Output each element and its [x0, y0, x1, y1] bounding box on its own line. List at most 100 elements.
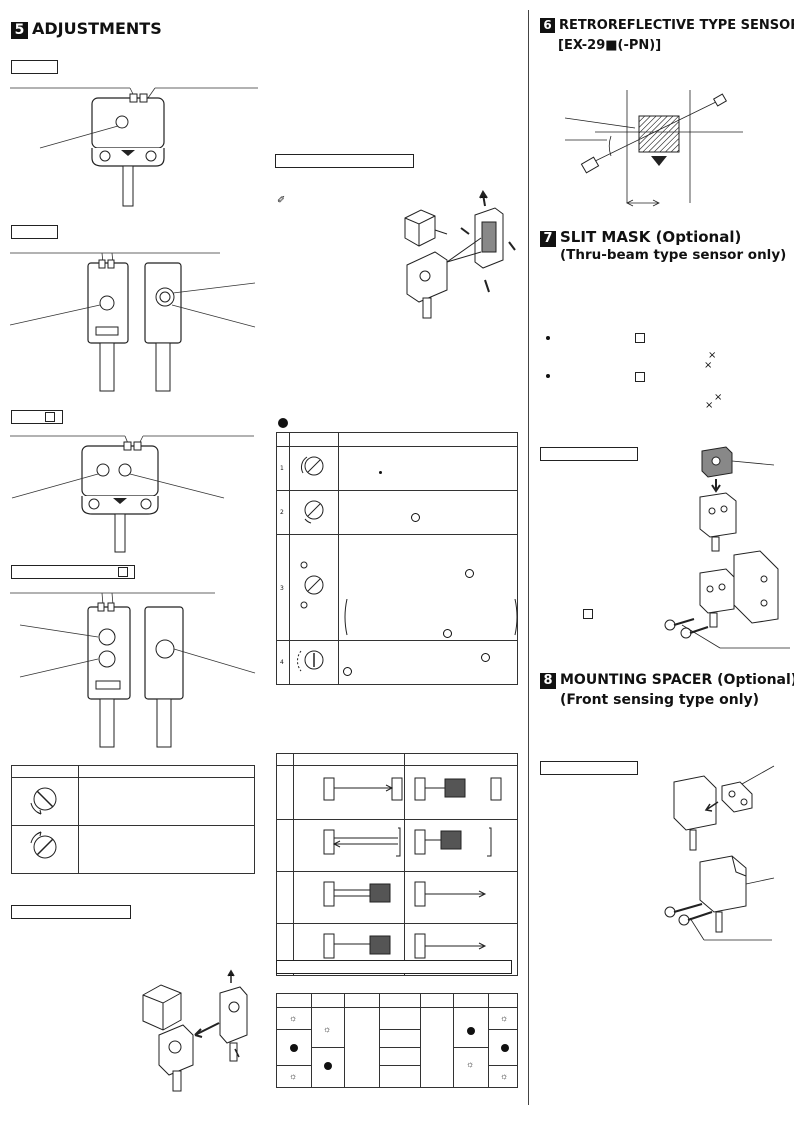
header-cell	[420, 993, 454, 1008]
step-desc-cell	[338, 640, 518, 685]
led-on-icon	[501, 1044, 509, 1052]
section-8-subtitle: (Front sensing type only)	[560, 692, 760, 708]
adjuster-min-icon	[300, 456, 324, 476]
blinking-led-icon: ☼	[500, 1071, 509, 1081]
diffuse-object-cell	[293, 871, 405, 924]
section-number-badge: 8	[540, 673, 556, 689]
step-icon-cell	[289, 446, 339, 491]
adjuster-ccw-cell	[11, 825, 79, 874]
step-desc-cell	[338, 446, 518, 491]
cross-mark: ×	[714, 392, 723, 403]
diffuse-clear-diagram	[414, 881, 487, 907]
sensor-side-figure-2	[10, 252, 256, 392]
diffuse-clear-diagram-2	[414, 933, 487, 959]
model-label-box	[11, 225, 58, 239]
step-desc-cell	[338, 534, 518, 641]
cross-mark: ×	[708, 350, 717, 361]
bullet-dot	[546, 374, 550, 378]
sensing-mode-diagram-table	[276, 753, 518, 976]
led-off-indicator	[411, 513, 420, 522]
retroreflective-angle-figure	[565, 90, 743, 207]
slit-mask-install-figure	[404, 190, 516, 319]
description-cell	[78, 825, 255, 874]
header-cell	[488, 993, 518, 1008]
bullet-dot	[546, 336, 550, 340]
cross-mark: ×	[704, 360, 713, 371]
adjuster-cw-cell	[11, 777, 79, 826]
retro-blocked-diagram	[414, 827, 492, 857]
indicator-cell: ☼	[276, 1007, 312, 1030]
section-title: RETROREFLECTIVE TYPE SENSOR	[559, 18, 794, 33]
subsection-label-box	[11, 905, 131, 919]
row-label-cell	[276, 765, 294, 820]
empty-cell	[379, 1065, 421, 1088]
note-parenthesis	[344, 599, 518, 636]
empty-cell	[344, 1007, 380, 1088]
retro-object-cell	[404, 819, 518, 872]
section-title: SLIT MASK (Optional)	[560, 228, 742, 246]
section-number-badge: 5	[11, 22, 28, 39]
step-icon-cell	[289, 490, 339, 535]
retro-clear-diagram	[323, 827, 401, 857]
indicator-cell: ☼	[276, 1065, 312, 1088]
blinking-led-icon: ☼	[323, 1024, 332, 1034]
empty-cell	[379, 1029, 421, 1048]
indicator-cell	[453, 1007, 489, 1048]
thru-beam-blocked-diagram	[414, 777, 502, 801]
step-number-cell: 1	[276, 446, 290, 491]
adjuster-center-icon	[297, 650, 324, 672]
row-label-cell	[276, 871, 294, 924]
blinking-led-icon: ☼	[500, 1013, 509, 1023]
step-desc-cell	[338, 490, 518, 535]
step-number: 3	[280, 585, 284, 592]
step-icon-cell	[289, 534, 339, 641]
header-cell	[276, 753, 294, 766]
step-number: 4	[280, 659, 284, 666]
model-code-box	[45, 412, 55, 422]
model-code-box	[583, 609, 593, 619]
header-cell	[404, 753, 518, 766]
section-6-heading: 6 RETROREFLECTIVE TYPE SENSOR	[540, 18, 794, 33]
header-cell	[379, 993, 421, 1008]
subsection-label-box	[540, 447, 638, 461]
indicator-status-table: ☼ ☼ ☼ ☼ ☼ ☼	[276, 993, 518, 1088]
indicator-cell	[488, 1029, 518, 1066]
led-off-indicator	[465, 569, 474, 578]
adjuster-operation-table	[11, 765, 255, 874]
sensor-with-object-figure	[142, 969, 248, 1092]
led-on-icon	[324, 1062, 332, 1070]
diffuse-detect-diagram-2	[323, 933, 391, 959]
pencil-icon: ✐	[277, 195, 286, 206]
led-off-indicator	[343, 667, 352, 676]
empty-cell	[420, 1007, 454, 1088]
header-cell	[293, 753, 405, 766]
led-on-icon	[467, 1027, 475, 1035]
led-off-indicator	[481, 653, 490, 662]
step-number-cell: 3	[276, 534, 290, 641]
header-cell	[338, 432, 518, 447]
header-cell	[78, 765, 255, 778]
model-label-box	[11, 60, 58, 74]
column-divider	[528, 10, 529, 1105]
section-number-badge: 6	[540, 18, 555, 33]
blinking-led-icon: ☼	[466, 1059, 475, 1069]
empty-cell	[379, 1047, 421, 1066]
model-code-box	[635, 372, 645, 382]
retro-no-object-cell	[293, 819, 405, 872]
slit-mask-mounting-figure	[664, 446, 790, 649]
header-cell	[453, 993, 489, 1008]
subsection-label-box	[276, 960, 512, 974]
header-cell	[311, 993, 345, 1008]
empty-cell	[379, 1007, 421, 1030]
indicator-dot	[379, 471, 382, 474]
blinking-led-icon: ☼	[289, 1071, 298, 1081]
model-code-box	[118, 567, 128, 577]
sensor-side-figure-4	[10, 592, 256, 748]
step-number-cell: 2	[276, 490, 290, 535]
section-number-badge: 7	[540, 231, 556, 247]
section-bullet-dot	[278, 418, 288, 428]
section-7-subtitle: (Thru-beam type sensor only)	[560, 247, 787, 263]
adjuster-turn-icon	[304, 500, 324, 524]
